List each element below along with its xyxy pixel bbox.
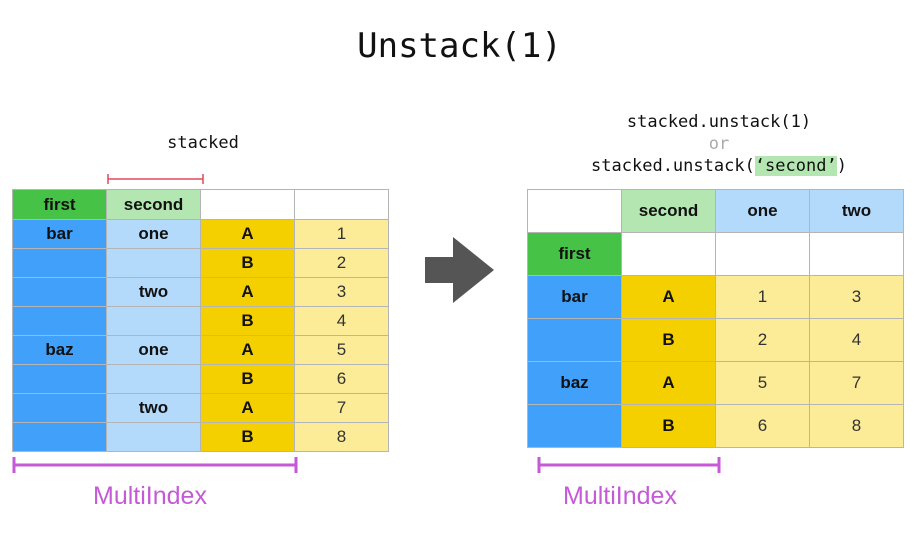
code-line-1: stacked.unstack(1): [626, 112, 812, 132]
code-arg-highlight: ‘second’: [754, 156, 837, 176]
code-prefix: stacked.unstack(: [591, 156, 755, 176]
value-cell: 4: [809, 318, 904, 362]
value-cell: 7: [294, 393, 389, 423]
second-level-cell: two: [106, 277, 201, 307]
table-row: baz one A 5: [12, 335, 389, 365]
first-level-cell: bar: [12, 219, 107, 249]
code-suffix: ): [836, 156, 847, 176]
inner-level-cell: A: [200, 335, 295, 365]
header-one: one: [715, 189, 810, 233]
unstacked-header-row: second one two: [527, 189, 904, 233]
second-level-cell: one: [106, 219, 201, 249]
inner-level-cell: B: [621, 404, 716, 448]
first-level-cell: [12, 277, 107, 307]
value-cell: 5: [715, 361, 810, 405]
first-level-cell: [12, 393, 107, 423]
second-level-cell: one: [106, 335, 201, 365]
second-level-cell: [106, 306, 201, 336]
inner-level-cell: B: [200, 422, 295, 452]
inner-level-cell: A: [200, 219, 295, 249]
blank-cell: [715, 232, 810, 276]
table-row: baz A 5 7: [527, 361, 904, 405]
value-cell: 8: [294, 422, 389, 452]
value-cell: 5: [294, 335, 389, 365]
unstack-code: stacked.unstack(1) or stacked.unstack(‘s…: [560, 111, 878, 177]
stacked-level-marker: [107, 174, 204, 184]
table-row: B 8: [12, 422, 389, 452]
inner-level-cell: A: [621, 275, 716, 319]
right-arrow-icon: [425, 237, 494, 303]
second-level-cell: [106, 248, 201, 278]
table-row: B 2: [12, 248, 389, 278]
value-cell: 7: [809, 361, 904, 405]
value-cell: 2: [715, 318, 810, 362]
multiindex-label-right: MultiIndex: [563, 482, 677, 510]
header-two: two: [809, 189, 904, 233]
first-level-cell: bar: [527, 275, 622, 319]
inner-level-cell: B: [200, 248, 295, 278]
code-line-3: stacked.unstack(‘second’): [560, 155, 878, 177]
inner-level-cell: A: [621, 361, 716, 405]
value-cell: 2: [294, 248, 389, 278]
unstacked-table: second one two first bar A 1 3 B 2 4 baz…: [527, 189, 904, 448]
code-or: or: [708, 134, 730, 154]
value-cell: 1: [715, 275, 810, 319]
table-row: B 4: [12, 306, 389, 336]
index-name-row: first: [527, 232, 904, 276]
table-row: B 6 8: [527, 404, 904, 448]
first-level-cell: baz: [527, 361, 622, 405]
second-level-cell: two: [106, 393, 201, 423]
table-row: bar one A 1: [12, 219, 389, 249]
inner-level-cell: B: [200, 306, 295, 336]
stacked-table: first second bar one A 1 B 2 two A 3 B 4…: [12, 189, 389, 452]
stacked-caption: stacked: [167, 133, 239, 153]
value-cell: 8: [809, 404, 904, 448]
value-cell: 6: [294, 364, 389, 394]
first-level-cell: [12, 422, 107, 452]
stacked-header-row: first second: [12, 189, 389, 220]
first-level-cell: baz: [12, 335, 107, 365]
value-cell: 4: [294, 306, 389, 336]
index-name-first: first: [527, 232, 622, 276]
diagram-title: Unstack(1): [357, 26, 562, 66]
table-row: bar A 1 3: [527, 275, 904, 319]
multiindex-label-left: MultiIndex: [93, 482, 207, 510]
header-second: second: [621, 189, 716, 233]
multiindex-bracket-right: [537, 457, 721, 473]
blank-cell: [809, 232, 904, 276]
blank-cell: [621, 232, 716, 276]
header-first: first: [12, 189, 107, 220]
first-level-cell: [12, 364, 107, 394]
table-row: two A 7: [12, 393, 389, 423]
table-row: B 2 4: [527, 318, 904, 362]
first-level-cell: [12, 248, 107, 278]
header-blank: [294, 189, 389, 220]
first-level-cell: [527, 404, 622, 448]
multiindex-bracket-left: [12, 457, 298, 473]
first-level-cell: [12, 306, 107, 336]
inner-level-cell: B: [621, 318, 716, 362]
header-blank: [200, 189, 295, 220]
